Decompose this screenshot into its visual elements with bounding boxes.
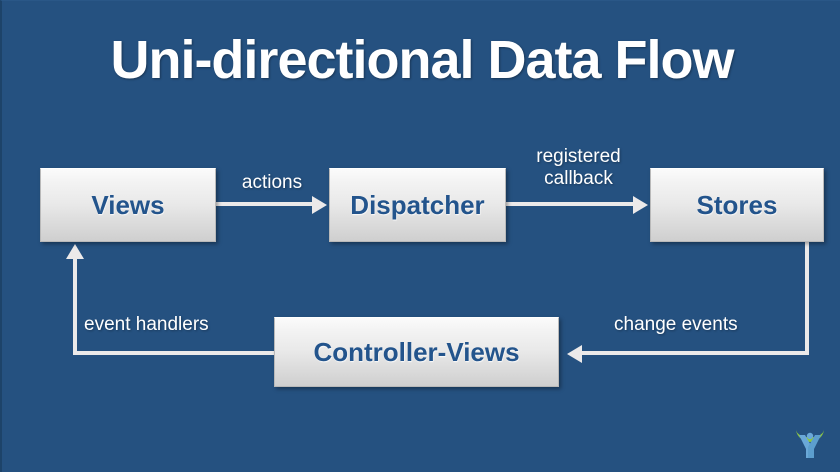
page-title: Uni-directional Data Flow xyxy=(110,30,734,90)
arrowhead-right-icon xyxy=(312,196,327,214)
node-views-label: Views xyxy=(91,189,165,220)
node-controller-views[interactable]: Controller-Views xyxy=(274,317,559,387)
edge-label-change-events: change events xyxy=(614,314,738,335)
connector-stores-to-controller xyxy=(582,351,809,355)
edge-label-event-handlers: event handlers xyxy=(84,314,209,335)
node-stores[interactable]: Stores xyxy=(650,168,824,242)
edge-label-registered-callback: registered callback xyxy=(536,146,621,189)
arrowhead-left-icon xyxy=(567,345,582,363)
connector-views-to-dispatcher xyxy=(216,202,314,206)
connector-dispatcher-to-stores xyxy=(506,202,634,206)
company-logo xyxy=(790,423,830,465)
arrowhead-up-icon xyxy=(66,244,84,259)
connector-controller-left xyxy=(73,351,276,355)
node-dispatcher-label: Dispatcher xyxy=(350,189,485,220)
node-dispatcher[interactable]: Dispatcher xyxy=(329,168,506,242)
node-views[interactable]: Views xyxy=(40,168,216,242)
edge-label-actions: actions xyxy=(241,172,303,193)
connector-controller-to-views xyxy=(73,259,77,355)
node-stores-label: Stores xyxy=(696,189,778,220)
node-controller-views-label: Controller-Views xyxy=(313,336,520,367)
arrowhead-right-icon xyxy=(633,196,648,214)
connector-stores-down xyxy=(805,242,809,355)
